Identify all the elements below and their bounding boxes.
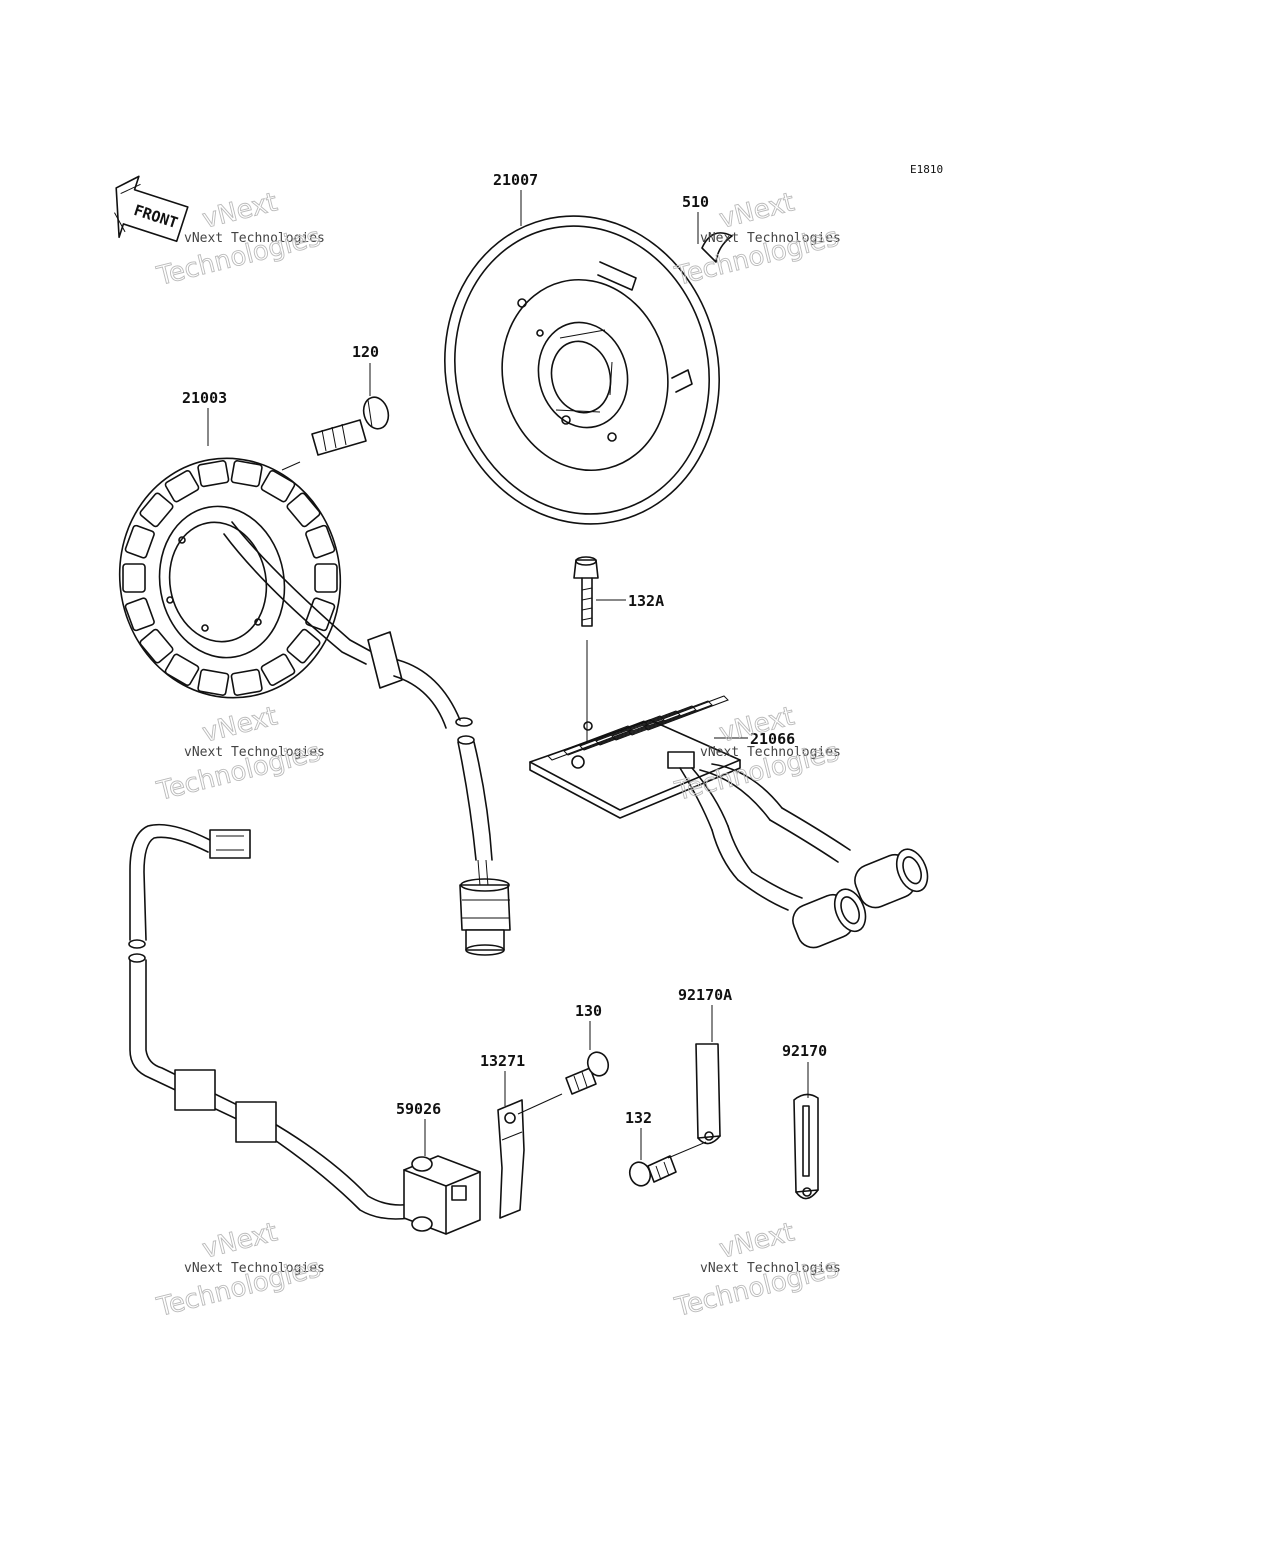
svg-text:vNext: vNext (716, 187, 797, 234)
svg-text:vNext Technologies: vNext Technologies (184, 745, 325, 760)
stator-pole (286, 628, 321, 664)
svg-text:vNext: vNext (199, 1217, 280, 1264)
stator-pole (197, 668, 230, 696)
stator-pole (286, 492, 321, 528)
callout-130: 130 (575, 1002, 602, 1020)
callout-21066: 21066 (750, 730, 795, 748)
stator-coil (118, 457, 342, 699)
stator-pole (139, 492, 174, 528)
heat-fin (627, 700, 713, 736)
svg-text:vNext: vNext (199, 701, 280, 748)
callout-132a: 132A (628, 592, 664, 610)
pickup-coil (403, 1155, 481, 1235)
bolt-120 (311, 396, 390, 456)
bolt-132 (628, 1155, 677, 1187)
stator-pole (124, 524, 155, 559)
stator-pole (230, 460, 263, 488)
stator-pole (260, 653, 296, 687)
watermark-mid-left: vNext Technologies vNext Technologies (153, 701, 325, 808)
strap-92170a (695, 1043, 721, 1145)
bolt-130 (565, 1051, 610, 1095)
regulator-rectifier (529, 695, 741, 819)
watermark-top-left: vNext Technologies vNext Technologies (153, 187, 325, 293)
heat-fin (611, 705, 697, 741)
diagram-code: E1810 (910, 163, 943, 176)
stator-pole (314, 563, 338, 593)
callout-92170: 92170 (782, 1042, 827, 1060)
watermark-bottom-right: vNext Technologies vNext Technologies (671, 1217, 842, 1324)
strap-92170 (793, 1093, 819, 1200)
svg-text:vNext Technologies: vNext Technologies (700, 1261, 841, 1276)
callout-92170a: 92170A (678, 986, 732, 1004)
plate-13271 (497, 1099, 525, 1219)
callout-132: 132 (625, 1109, 652, 1127)
bolt-132a (573, 556, 599, 627)
callout-21003: 21003 (182, 389, 227, 407)
front-arrow-icon: FRONT (114, 175, 189, 243)
heat-fin (579, 715, 665, 751)
callout-13271: 13271 (480, 1052, 525, 1070)
stator-pole (230, 668, 263, 696)
stator-pole (124, 597, 155, 632)
heat-fin (643, 695, 729, 731)
callout-120: 120 (352, 343, 379, 361)
callout-510: 510 (682, 193, 709, 211)
stator-pole (164, 653, 200, 687)
stator-pole (164, 469, 200, 503)
stator-pole (305, 524, 336, 559)
stator-pole (122, 563, 146, 593)
watermark-bottom-left: vNext Technologies vNext Technologies (153, 1217, 325, 1324)
callout-59026: 59026 (396, 1100, 441, 1118)
heat-fin (595, 710, 681, 746)
flywheel-rotor (444, 215, 720, 525)
stator-pole (197, 460, 230, 488)
svg-text:vNext: vNext (199, 187, 280, 234)
svg-text:vNext Technologies: vNext Technologies (184, 231, 325, 246)
stator-harness (223, 521, 511, 956)
stator-pole (260, 469, 296, 503)
svg-text:vNext Technologies: vNext Technologies (700, 745, 841, 760)
svg-text:vNext Technologies: vNext Technologies (700, 231, 841, 246)
stator-pole (139, 628, 174, 664)
svg-text:vNext Technologies: vNext Technologies (184, 1261, 325, 1276)
svg-text:vNext: vNext (716, 1217, 797, 1264)
regulator-harness (679, 763, 929, 949)
woodruff-key (701, 232, 733, 263)
callout-21007: 21007 (493, 171, 538, 189)
pickup-harness (128, 823, 413, 1220)
